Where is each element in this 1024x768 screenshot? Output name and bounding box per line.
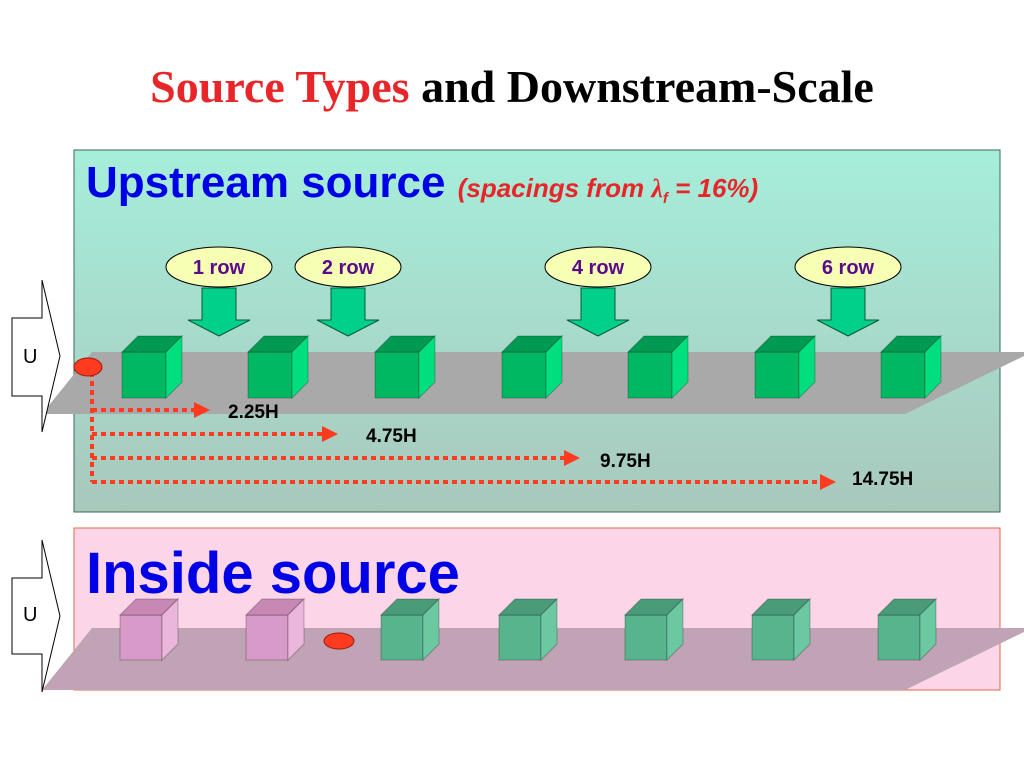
inside-green-cube-5 [623, 597, 685, 662]
arrowhead-icon [820, 474, 836, 490]
row-bubble [165, 246, 273, 288]
distance-label-2: 4.75H [366, 426, 417, 447]
row-bubble [294, 246, 402, 288]
row-callout-4: 4 row [544, 246, 652, 337]
flow-label-inside: U [23, 604, 38, 626]
spacing-note-suffix: = 16%) [667, 173, 759, 203]
spacing-note-prefix: (spacings from [457, 173, 652, 203]
distance-label-3: 9.75H [600, 451, 651, 472]
distance-label-4: 14.75H [852, 469, 914, 490]
upstream-cube-5 [626, 334, 690, 400]
distance-arrows [90, 372, 820, 484]
row-callout-1: 1 row [165, 246, 273, 337]
inside-green-cube-7 [876, 597, 938, 662]
arrowhead-icon [564, 450, 580, 466]
slide-title: Source Types and Downstream-Scale [0, 60, 1024, 113]
down-arrow-icon [566, 287, 630, 337]
upstream-cube-1 [120, 334, 184, 400]
down-arrow-icon [187, 287, 251, 337]
row-bubble [544, 246, 652, 288]
spacing-note: (spacings from λf = 16%) [457, 173, 759, 207]
upstream-source-marker [73, 357, 103, 377]
inside-pink-cube-2 [244, 597, 306, 662]
upstream-heading: Upstream source (spacings from λf = 16%) [86, 158, 758, 208]
row-label-3: 4 row [572, 257, 625, 279]
inside-pink-cube-1 [118, 597, 180, 662]
upstream-cube-6 [753, 334, 817, 400]
title-part-1: Source Types [150, 61, 410, 112]
inside-green-cube-6 [750, 597, 812, 662]
upstream-cubes [120, 334, 943, 400]
flow-arrow-upstream [11, 279, 61, 433]
flow-label-upstream: U [23, 346, 38, 368]
inside-heading: Inside source [86, 541, 460, 606]
upstream-heading-text: Upstream source [86, 158, 446, 207]
arrowheads [194, 402, 836, 490]
lambda-symbol: λ [651, 174, 663, 203]
distance-label-1: 2.25H [228, 402, 279, 423]
upstream-cube-7 [879, 334, 943, 400]
lambda-subscript: f [662, 190, 668, 208]
flow-arrow-inside [11, 539, 61, 693]
upstream-cube-4 [500, 334, 564, 400]
row-callout-2: 2 row [294, 246, 402, 337]
inside-source-marker [323, 632, 355, 650]
down-arrow-icon [316, 287, 380, 337]
row-label-4: 6 row [822, 257, 875, 279]
upstream-cube-3 [373, 334, 437, 400]
upstream-cube-2 [246, 334, 310, 400]
inside-green-cube-4 [497, 597, 559, 662]
row-callout-6: 6 row [794, 246, 902, 337]
inside-cubes [118, 597, 938, 662]
row-label-1: 1 row [193, 257, 246, 279]
inside-green-cube-3 [379, 597, 441, 662]
title-part-2: and Downstream-Scale [409, 61, 874, 112]
arrowhead-icon [194, 402, 210, 418]
down-arrow-icon [816, 287, 880, 337]
row-bubble [794, 246, 902, 288]
arrowhead-icon [322, 426, 338, 442]
row-label-2: 2 row [322, 257, 375, 279]
